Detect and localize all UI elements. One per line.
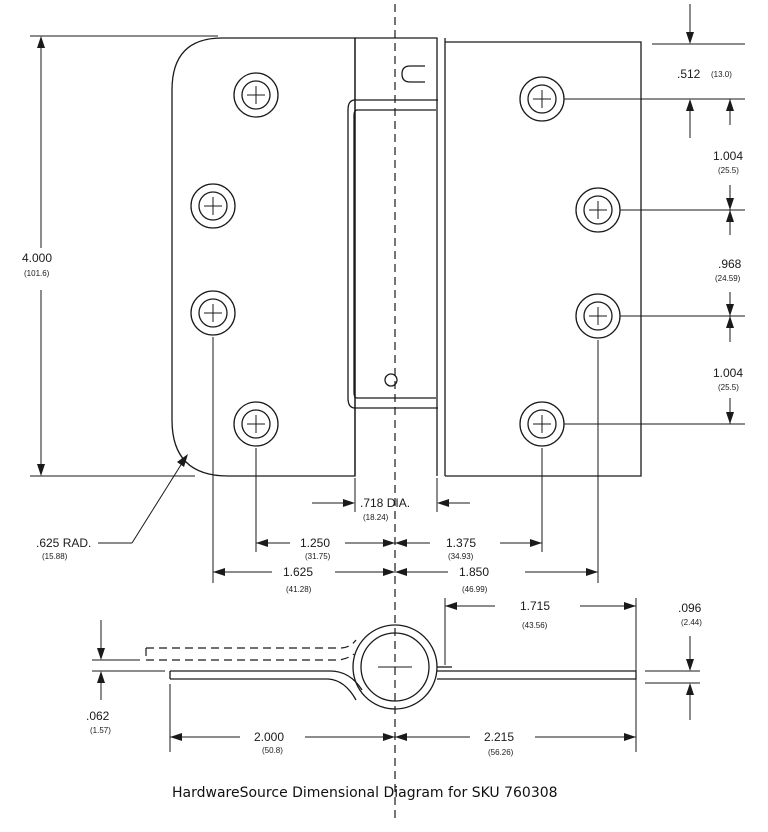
dim-left-leaf-metric: (50.8) [262, 746, 283, 755]
spring-cage [347, 99, 438, 409]
dim-right-inner: 1.375 [446, 536, 476, 550]
left-leaf-section [169, 670, 363, 701]
dim-leaf-width-metric: (43.56) [522, 621, 548, 630]
screw-hole-left-1 [233, 72, 279, 118]
dim-left-outer: 1.625 [283, 565, 313, 579]
dim-top-offset-metric: (13.0) [711, 70, 732, 79]
dim-gap-metric: (2.44) [681, 618, 702, 627]
dim-left-inner-metric: (31.75) [305, 552, 331, 561]
right-leaf-section [437, 670, 637, 680]
dim-right-inner-metric: (34.93) [448, 552, 474, 561]
dim-spacing-1-metric: (25.5) [718, 166, 739, 175]
dim-pin-diameter: .718 DIA. [360, 496, 410, 510]
dim-top-offset: .512 [677, 67, 701, 81]
screw-hole-left-3 [190, 290, 236, 336]
right-leaf-outline [445, 41, 642, 477]
knuckle-inner [360, 632, 430, 702]
hinge-front-view [171, 4, 642, 818]
dim-left-leaf: 2.000 [254, 730, 284, 744]
side-dimension-lines [92, 598, 700, 752]
screw-hole-right-4 [519, 401, 565, 447]
hinge-side-view [145, 624, 637, 710]
dimension-lines [30, 4, 745, 583]
dim-height-metric: (101.6) [24, 269, 50, 278]
screw-hole-left-4 [233, 401, 279, 447]
screw-hole-left-2 [190, 183, 236, 229]
dim-gap: .096 [678, 601, 702, 615]
dim-corner-radius: .625 RAD. [36, 536, 91, 550]
dim-right-outer: 1.850 [459, 565, 489, 579]
dim-right-leaf: 2.215 [484, 730, 514, 744]
screw-hole-right-2 [575, 187, 621, 233]
pin-slot [401, 65, 425, 83]
dim-spacing-1: 1.004 [713, 149, 743, 163]
dim-leaf-width: 1.715 [520, 599, 550, 613]
dim-spacing-3: 1.004 [713, 366, 743, 380]
diagram-caption: HardwareSource Dimensional Diagram for S… [172, 785, 558, 801]
dim-pin-diameter-metric: (18.24) [363, 513, 389, 522]
dimension-labels: 4.000 (101.6) .512 (13.0) 1.004 (25.5) .… [22, 67, 743, 757]
dim-spacing-3-metric: (25.5) [718, 383, 739, 392]
dim-spacing-2-metric: (24.59) [715, 274, 741, 283]
dim-right-leaf-metric: (56.26) [488, 748, 514, 757]
dim-spacing-2: .968 [718, 257, 742, 271]
tension-hole [384, 373, 398, 387]
dim-thickness: .062 [86, 709, 110, 723]
left-leaf-outline [171, 37, 356, 477]
open-leaf-dashed [145, 639, 357, 661]
knuckle-outline [355, 37, 446, 476]
screw-hole-right-3 [575, 293, 621, 339]
dim-thickness-metric: (1.57) [90, 726, 111, 735]
screw-hole-right-1 [519, 76, 565, 122]
dim-left-outer-metric: (41.28) [286, 585, 312, 594]
dim-left-inner: 1.250 [300, 536, 330, 550]
dim-corner-radius-metric: (15.88) [42, 552, 68, 561]
dim-height: 4.000 [22, 251, 52, 265]
dim-right-outer-metric: (46.99) [462, 585, 488, 594]
